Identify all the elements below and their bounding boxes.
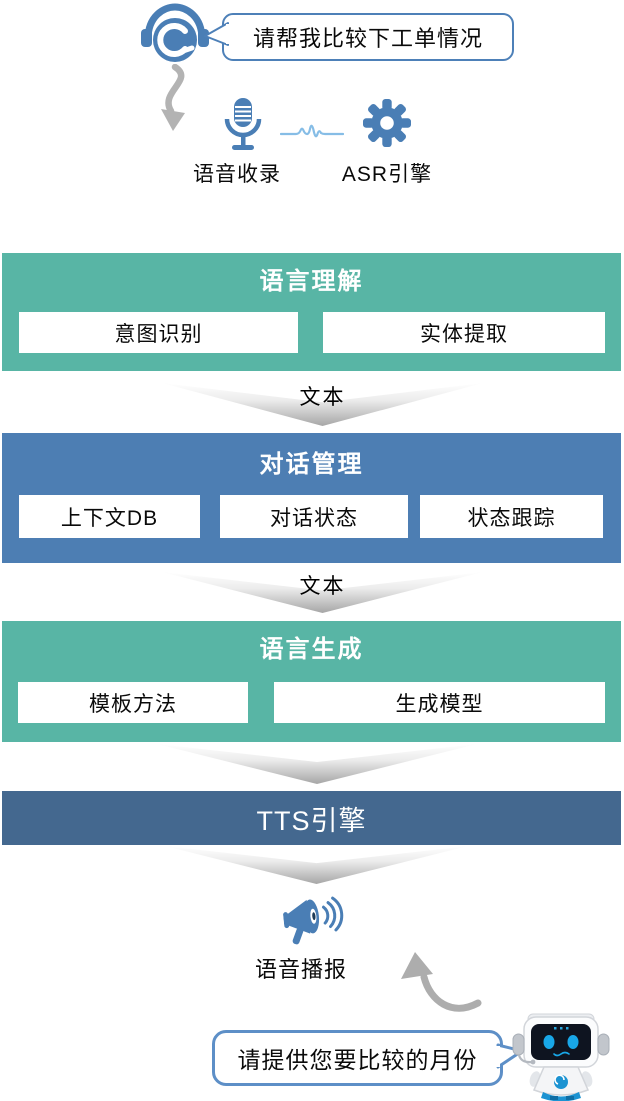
user-speech-text: 请帮我比较下工单情况	[252, 26, 483, 51]
chevron-down-icon	[165, 846, 468, 884]
template-method-box: 模板方法	[18, 682, 248, 723]
nlu-block-title: 语言理解	[259, 268, 364, 295]
tts-engine-bar: TTS引擎	[2, 791, 621, 845]
flow-arrow-1: 文本	[162, 383, 483, 426]
megaphone-icon	[283, 896, 344, 945]
agent-headset-icon	[141, 3, 209, 62]
chevron-down-icon	[157, 744, 477, 784]
voice-broadcast-label: 语音播报	[254, 957, 347, 982]
nlu-block: 语言理解 意图识别 实体提取	[2, 253, 621, 371]
nlg-block-title: 语言生成	[259, 636, 364, 663]
bot-speech-bubble: 请提供您要比较的月份	[212, 1030, 524, 1086]
state-tracking-box: 状态跟踪	[420, 495, 603, 538]
text-arrow-label-2: 文本	[299, 575, 346, 598]
tts-engine-label: TTS引擎	[256, 805, 367, 836]
robot-icon	[512, 1013, 610, 1101]
microphone-icon	[224, 98, 262, 150]
curved-arrow-up-icon	[401, 952, 482, 1012]
speech-bubble-tail	[204, 22, 229, 46]
context-db-box: 上下文DB	[19, 495, 200, 538]
text-arrow-label-1: 文本	[299, 386, 346, 409]
entity-extraction-box: 实体提取	[323, 312, 605, 353]
flow-arrow-2: 文本	[162, 572, 483, 613]
waveform-icon	[280, 124, 344, 138]
bot-speech-text: 请提供您要比较的月份	[237, 1047, 478, 1073]
generation-model-box: 生成模型	[274, 682, 605, 723]
nlg-block: 语言生成 模板方法 生成模型	[2, 621, 621, 742]
dm-block-title: 对话管理	[259, 451, 364, 478]
user-speech-bubble: 请帮我比较下工单情况	[204, 13, 514, 61]
voice-capture-label: 语音收录	[193, 163, 281, 186]
dialog-management-block: 对话管理 上下文DB 对话状态 状态跟踪	[2, 433, 621, 563]
curved-arrow-down-icon	[161, 64, 185, 131]
gear-icon	[363, 99, 411, 147]
dialog-state-box: 对话状态	[220, 495, 408, 538]
intent-recognition-box: 意图识别	[19, 312, 298, 353]
asr-engine-label: ASR引擎	[341, 163, 433, 186]
